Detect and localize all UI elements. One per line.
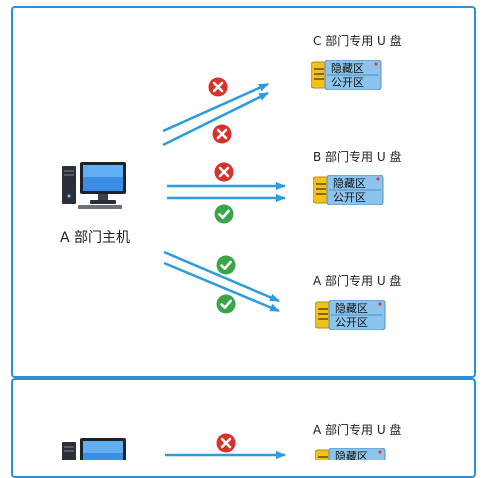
access-diagram: A 部门主机 C 部门专用 U 盘 隐藏区 公开区 B 部门专用 U 盘 隐藏区… (60, 33, 402, 460)
hidden-zone-label: 隐藏区 (331, 62, 364, 75)
check-icon (216, 255, 236, 275)
hidden-zone-label: 隐藏区 (335, 450, 368, 460)
desktop-computer-icon (62, 438, 126, 460)
cross-icon (214, 162, 234, 182)
public-zone-label: 公开区 (333, 191, 366, 204)
public-zone-label: 公开区 (331, 76, 364, 89)
drive-title-a: A 部门专用 U 盘 (313, 273, 401, 288)
hidden-zone-label: 隐藏区 (333, 177, 366, 190)
drive-title-b: B 部门专用 U 盘 (313, 149, 401, 164)
drive-title-c: C 部门专用 U 盘 (313, 33, 402, 48)
top-scenario-frame (11, 6, 476, 378)
hidden-zone-label: 隐藏区 (335, 302, 368, 315)
access-arrow-a-hidden (163, 250, 280, 303)
host-label: A 部门主机 (60, 230, 130, 246)
access-arrow-c-hidden (162, 82, 269, 133)
cross-icon (212, 124, 232, 144)
access-arrow-c-public (162, 91, 269, 147)
cross-icon (216, 433, 236, 453)
desktop-computer-icon (62, 162, 126, 209)
public-zone-label: 公开区 (335, 316, 368, 329)
access-arrow-a-public (163, 261, 280, 313)
drive-title-a-bottom: A 部门专用 U 盘 (313, 422, 401, 437)
cross-icon (208, 77, 228, 97)
check-icon (214, 204, 234, 224)
check-icon (216, 294, 236, 314)
